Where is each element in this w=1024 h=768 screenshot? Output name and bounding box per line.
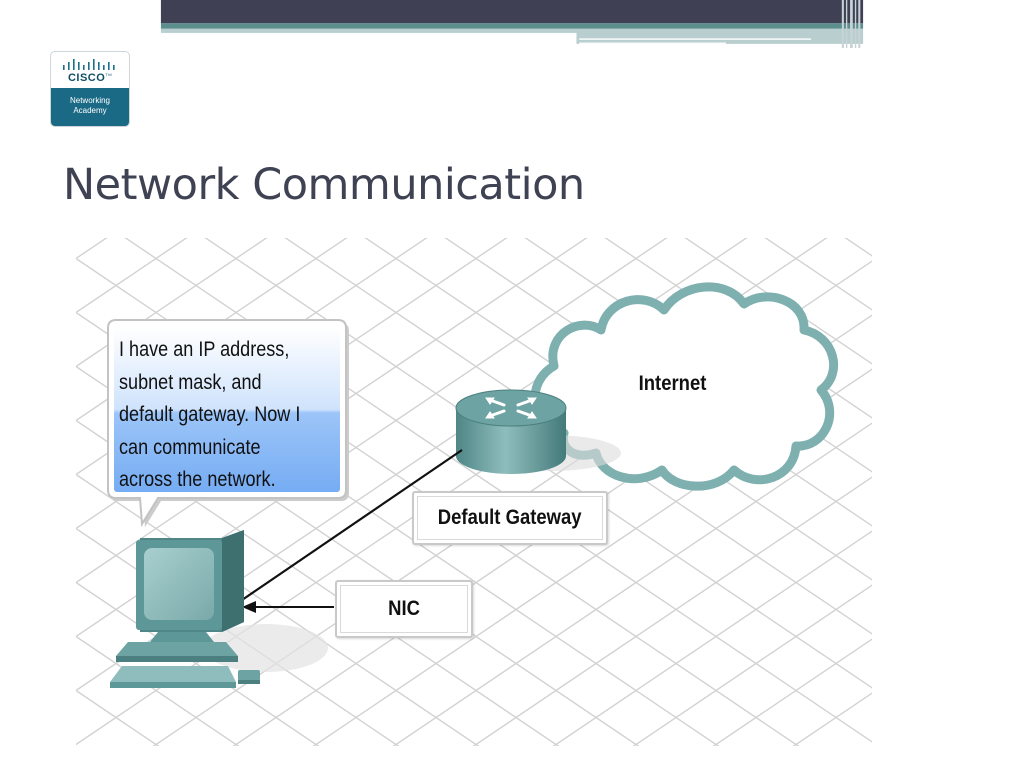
computer-icon — [110, 530, 260, 688]
header-band — [160, 0, 864, 48]
logo-line-2: Academy — [73, 106, 107, 115]
router-icon — [455, 389, 567, 474]
network-diagram — [76, 238, 872, 746]
network-link-line — [241, 449, 463, 601]
bubble-line: I have an IP address, — [119, 338, 290, 361]
internet-label: Internet — [610, 372, 736, 396]
speech-bubble — [107, 319, 349, 528]
logo-brand: CISCOTM — [51, 72, 129, 84]
logo-brand-text: CISCO — [67, 72, 106, 84]
speech-bubble-text: I have an IP address, subnet mask, and d… — [119, 334, 308, 497]
bubble-line: can communicate — [119, 435, 261, 459]
logo-line-1: Networking — [69, 96, 110, 105]
bubble-line: across the network. — [119, 468, 276, 491]
cisco-networking-academy-logo: CISCOTM Networking Academy — [50, 51, 130, 127]
nic-arrow — [242, 601, 334, 613]
logo-academy-band: Networking Academy — [51, 88, 129, 126]
network-diagram-canvas — [76, 238, 872, 746]
nic-label: NIC — [335, 580, 473, 638]
logo-trademark: TM — [105, 72, 113, 77]
nic-label-text: NIC — [388, 597, 420, 620]
bubble-line: default gateway. Now I — [119, 403, 301, 426]
internet-label-text: Internet — [639, 372, 707, 395]
page-title: Network Communication — [63, 160, 585, 210]
bubble-line: subnet mask, and — [119, 370, 262, 394]
cisco-bars-icon — [63, 59, 115, 70]
default-gateway-label: Default Gateway — [412, 491, 608, 545]
default-gateway-label-text: Default Gateway — [438, 506, 582, 529]
internet-cloud — [530, 282, 839, 491]
